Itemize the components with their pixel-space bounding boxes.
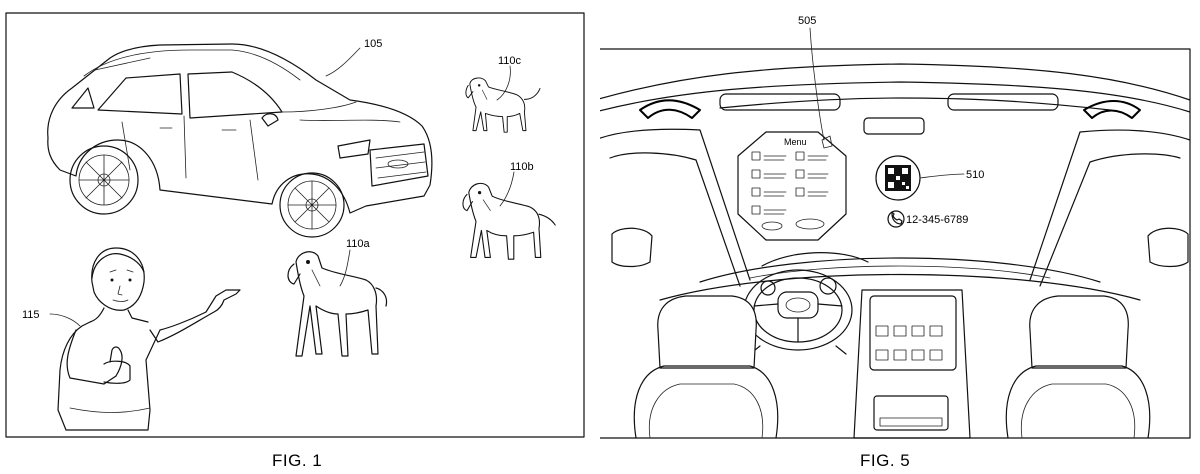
leader-line-110b: [499, 171, 515, 207]
label-105: 105: [364, 38, 382, 50]
label-110c: 110c: [498, 55, 522, 67]
person-drawing: [57, 247, 241, 431]
steering-wheel-drawing: [743, 269, 853, 355]
figure-5: Menu 505 510: [600, 0, 1200, 474]
leader-line-105: [325, 47, 361, 77]
figure-1-caption: FIG. 1: [272, 451, 322, 470]
menu-display: Menu: [737, 131, 847, 241]
leader-line-110c: [496, 65, 511, 101]
figure-1-drawing: 105 110c 110b 110a: [5, 12, 585, 470]
vehicle-interior: [600, 63, 1191, 439]
label-110b: 110b: [510, 161, 534, 173]
leader-line-110a: [339, 249, 351, 287]
rear-wheel: [69, 145, 139, 215]
figure-1-frame: [5, 12, 585, 438]
label-115: 115: [22, 309, 40, 321]
label-510: 510: [966, 169, 984, 181]
leader-line-505: [809, 27, 825, 141]
leader-line-510: [919, 173, 965, 179]
figure-1: 105 110c 110b 110a: [5, 12, 585, 470]
label-505: 505: [798, 15, 816, 27]
qr-code: [875, 155, 921, 201]
front-wheel: [279, 172, 345, 238]
dog-110b-drawing: [462, 182, 556, 260]
center-console-screen: [869, 295, 957, 371]
rearview-mirror: [863, 117, 925, 135]
phone-icon: [887, 210, 905, 228]
label-110a: 110a: [346, 238, 371, 250]
menu-title: Menu: [784, 137, 807, 147]
dog-110c-drawing: [465, 77, 541, 133]
vehicle-drawing: [47, 43, 433, 238]
dog-110a-drawing: [287, 251, 388, 357]
figure-5-frame: [600, 48, 1191, 439]
figure-5-drawing: Menu 505 510: [600, 15, 1191, 470]
phone-number: 12-345-6789: [906, 214, 968, 226]
leader-line-115: [49, 313, 81, 327]
figure-5-caption: FIG. 5: [860, 451, 910, 470]
